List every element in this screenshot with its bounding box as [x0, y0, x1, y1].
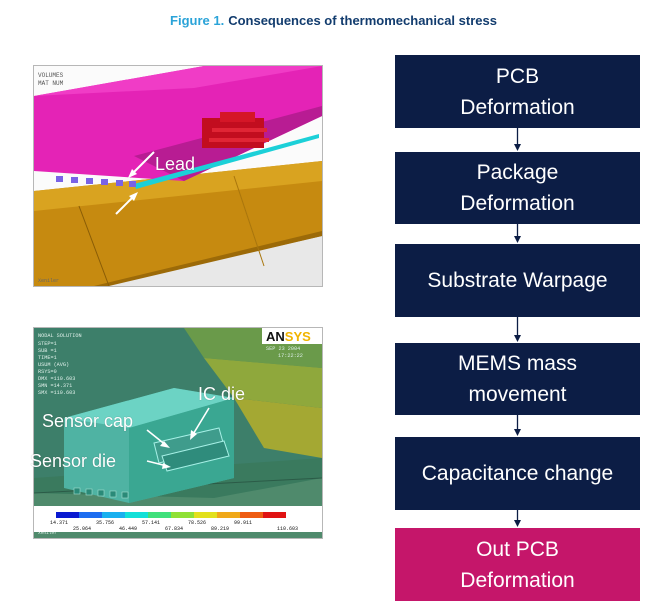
- bottom-header-line-5: USUM (AVG): [38, 362, 69, 368]
- flow-step-line: Package: [476, 161, 559, 184]
- figure-title: Consequences of thermomechanical stress: [228, 13, 497, 28]
- legend-color-cell: [240, 512, 263, 518]
- flow-step-line: Deformation: [460, 192, 575, 215]
- top-header-line-2: MAT NUM: [38, 80, 64, 87]
- flow-step-line: Deformation: [460, 95, 575, 119]
- legend-color-cell: [148, 512, 171, 518]
- flow-arrow-5: [514, 510, 521, 527]
- bottom-header-line-4: TIME=1: [38, 355, 57, 361]
- bottom-footer: Xeniler: [38, 530, 57, 536]
- flow-arrow-4: [514, 415, 521, 436]
- legend-label: 14.371: [50, 520, 68, 526]
- svg-text:ANSYS: ANSYS: [266, 329, 311, 344]
- displacement-model-drawing: NODAL SOLUTION STEP=1 SUB =1 TIME=1 USUM…: [34, 328, 322, 538]
- package-deformation-image: VOLUMES MAT NUM Xeniler: [33, 65, 323, 287]
- flow-arrow-1: [514, 128, 521, 151]
- flow-step-line: Out PCB: [476, 537, 559, 561]
- legend-color-cell: [217, 512, 240, 518]
- flow-step-line: movement: [468, 383, 567, 406]
- top-header-line-1: VOLUMES: [38, 72, 64, 79]
- bottom-time: 17:22:22: [278, 353, 303, 359]
- flow-step-line: PCB: [495, 64, 540, 88]
- bottom-header-line-9: SMX =110.603: [38, 390, 75, 396]
- legend-color-cell: [194, 512, 217, 518]
- legend-label: 89.219: [211, 526, 229, 532]
- bottom-header-line-7: DMX =110.603: [38, 376, 75, 382]
- color-legend: [56, 512, 286, 518]
- flow-step-substrate-warpage: Substrate Warpage: [395, 244, 640, 317]
- legend-color-cell: [102, 512, 125, 518]
- bottom-header-line-8: SMN =14.371: [38, 383, 72, 389]
- legend-label: 110.603: [277, 526, 298, 532]
- flow-step-out-pcb-deformation: Out PCB Deformation: [395, 528, 640, 601]
- flow-step-capacitance-change: Capacitance change: [395, 437, 640, 510]
- bottom-header-line-1: NODAL SOLUTION: [38, 333, 82, 339]
- figure-caption: Figure 1.Consequences of thermomechanica…: [0, 13, 667, 28]
- figure-number: Figure 1.: [170, 13, 225, 28]
- flow-step-package-deformation: Package Deformation: [395, 152, 640, 224]
- legend-label: 35.756: [96, 520, 114, 526]
- brand-sys: SYS: [285, 329, 311, 344]
- callout-lead: Lead: [155, 154, 196, 174]
- legend-label: 99.911: [234, 520, 252, 526]
- bottom-date: SEP 23 2004: [266, 346, 300, 352]
- flow-arrow-3: [514, 317, 521, 342]
- legend-label: 46.449: [119, 526, 137, 532]
- legend-label: 25.064: [73, 526, 91, 532]
- bottom-header-line-3: SUB =1: [38, 348, 57, 354]
- brand-an: AN: [266, 329, 285, 344]
- flow-step-pcb-deformation: PCB Deformation: [395, 55, 640, 128]
- bottom-header-line-6: RSYS=0: [38, 369, 57, 375]
- legend-color-cell: [125, 512, 148, 518]
- legend-color-cell: [171, 512, 194, 518]
- callout-sensor-cap: Sensor cap: [42, 411, 134, 431]
- legend-label: 67.834: [165, 526, 183, 532]
- legend-label: 57.141: [142, 520, 160, 526]
- top-footer: Xeniler: [38, 278, 59, 284]
- flow-step-line: Capacitance change: [421, 462, 614, 485]
- callout-sensor-die: Sensor die: [30, 451, 117, 471]
- callout-ic-die: IC die: [198, 384, 246, 404]
- legend-label: 78.526: [188, 520, 206, 526]
- package-model-drawing: VOLUMES MAT NUM Xeniler: [34, 66, 322, 286]
- bottom-header-line-2: STEP=1: [38, 341, 57, 347]
- flow-arrow-2: [514, 224, 521, 243]
- legend-color-cell: [79, 512, 102, 518]
- flow-step-line: Deformation: [460, 568, 575, 592]
- flow-step-mems-mass-movement: MEMS mass movement: [395, 343, 640, 415]
- legend-color-cell: [56, 512, 79, 518]
- legend-color-cell: [263, 512, 286, 518]
- flow-step-line: Substrate Warpage: [427, 269, 608, 292]
- flow-step-line: MEMS mass: [457, 352, 577, 375]
- displacement-solution-image: NODAL SOLUTION STEP=1 SUB =1 TIME=1 USUM…: [33, 327, 323, 539]
